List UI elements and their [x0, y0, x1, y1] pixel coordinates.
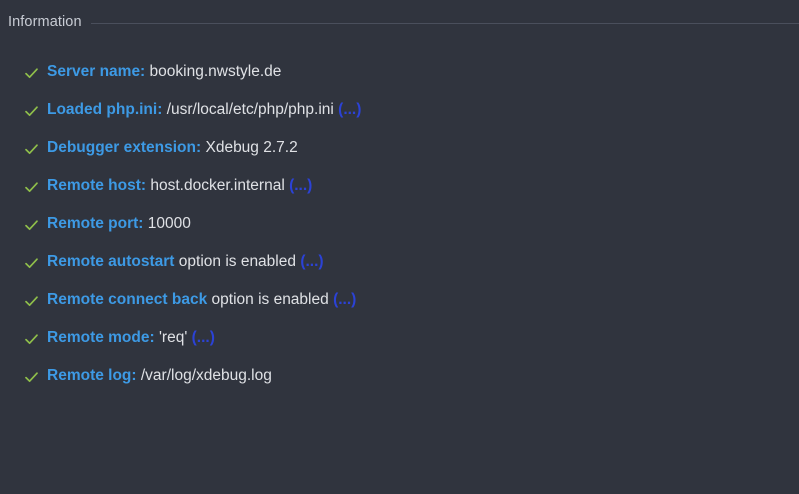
details-link[interactable]: (...)	[300, 253, 324, 270]
check-icon	[24, 66, 39, 81]
information-row: Debugger extension: Xdebug 2.7.2	[0, 129, 799, 167]
check-icon	[24, 142, 39, 157]
row-label: Remote port:	[47, 215, 144, 232]
row-label: Remote connect back	[47, 291, 208, 308]
row-label: Remote log:	[47, 367, 137, 384]
details-link[interactable]: (...)	[333, 291, 357, 308]
row-text: Remote connect back option is enabled (.…	[47, 290, 356, 310]
details-link[interactable]: (...)	[338, 101, 362, 118]
check-icon	[24, 104, 39, 119]
row-value: 'req'	[158, 329, 188, 346]
information-row: Server name: booking.nwstyle.de	[0, 53, 799, 91]
row-label: Debugger extension:	[47, 139, 202, 156]
details-link[interactable]: (...)	[289, 177, 313, 194]
row-value: /usr/local/etc/php/php.ini	[166, 101, 334, 118]
row-text: Remote mode: 'req' (...)	[47, 328, 215, 348]
row-text: Remote port: 10000	[47, 214, 191, 234]
row-label: Server name:	[47, 63, 146, 80]
information-row: Remote host: host.docker.internal (...)	[0, 167, 799, 205]
check-icon	[24, 294, 39, 309]
group-title: Information	[8, 14, 82, 30]
row-text: Debugger extension: Xdebug 2.7.2	[47, 138, 298, 158]
information-row: Loaded php.ini: /usr/local/etc/php/php.i…	[0, 91, 799, 129]
information-row: Remote port: 10000	[0, 205, 799, 243]
row-label: Remote mode:	[47, 329, 155, 346]
information-row: Remote mode: 'req' (...)	[0, 319, 799, 357]
row-suffix: option is enabled	[178, 253, 296, 270]
row-label: Remote host:	[47, 177, 147, 194]
check-icon	[24, 370, 39, 385]
group-header: Information	[0, 10, 799, 34]
row-text: Remote log: /var/log/xdebug.log	[47, 366, 272, 386]
group-separator-rule	[90, 22, 799, 24]
information-row: Remote connect back option is enabled (.…	[0, 281, 799, 319]
check-icon	[24, 332, 39, 347]
check-icon	[24, 180, 39, 195]
row-value: booking.nwstyle.de	[149, 63, 282, 80]
row-text: Remote host: host.docker.internal (...)	[47, 176, 312, 196]
information-row: Remote autostart option is enabled (...)	[0, 243, 799, 281]
row-value: 10000	[147, 215, 191, 232]
row-label: Remote autostart	[47, 253, 175, 270]
row-text: Remote autostart option is enabled (...)	[47, 252, 324, 272]
details-link[interactable]: (...)	[191, 329, 215, 346]
row-suffix: option is enabled	[211, 291, 329, 308]
row-label: Loaded php.ini:	[47, 101, 163, 118]
check-icon	[24, 256, 39, 271]
row-value: host.docker.internal	[150, 177, 285, 194]
check-icon	[24, 218, 39, 233]
row-text: Server name: booking.nwstyle.de	[47, 62, 281, 82]
row-value: /var/log/xdebug.log	[140, 367, 272, 384]
row-value: Xdebug 2.7.2	[205, 139, 298, 156]
row-text: Loaded php.ini: /usr/local/etc/php/php.i…	[47, 100, 361, 120]
information-row: Remote log: /var/log/xdebug.log	[0, 357, 799, 395]
